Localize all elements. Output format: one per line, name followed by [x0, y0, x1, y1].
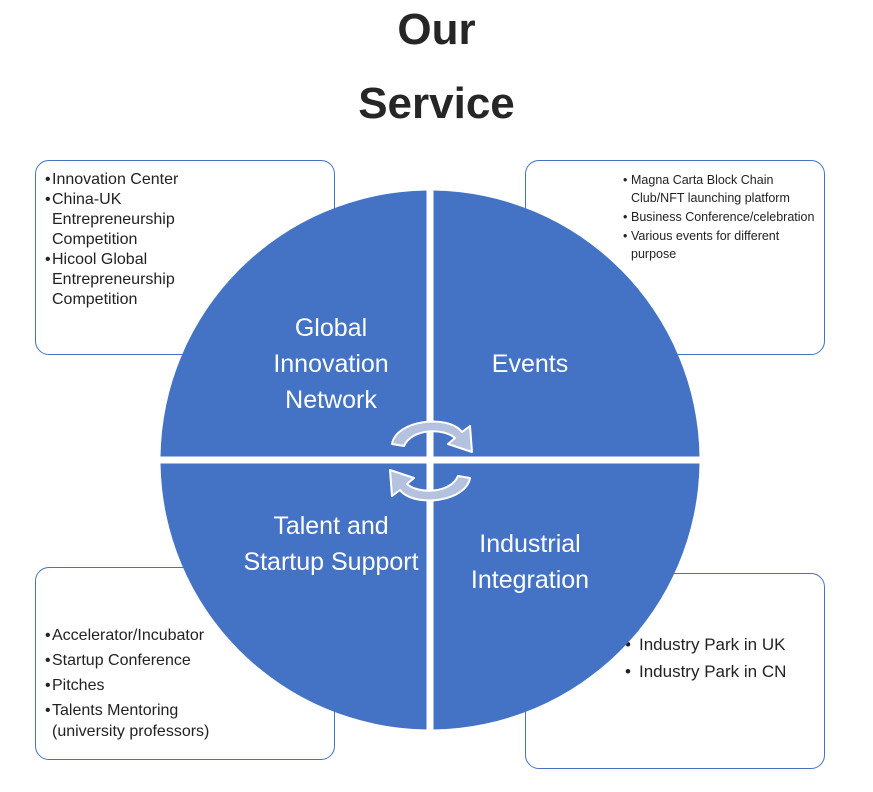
global-innovation-list: Innovation Center China-UK Entrepreneurs…: [45, 170, 205, 310]
title-line-1: Our: [397, 5, 476, 54]
list-item: Industry Park in UK: [625, 631, 820, 658]
list-item: Pitches: [45, 675, 235, 696]
list-item: Various events for different purpose: [623, 227, 818, 263]
talent-startup-list: Accelerator/Incubator Startup Conference…: [45, 625, 235, 746]
quadrant-industrial: [433, 463, 700, 730]
quadrant-label-talent-startup: Talent and Startup Support: [243, 512, 419, 576]
quadrant-label-events: Events: [491, 350, 569, 378]
list-item: Talents Mentoring (university professors…: [45, 700, 235, 742]
title-line-2: Service: [358, 79, 515, 128]
list-item: Magna Carta Block Chain Club/NFT launchi…: [623, 171, 818, 207]
list-item: China-UK Entrepreneurship Competition: [45, 190, 205, 250]
quadrant-global-innovation: [160, 190, 427, 457]
quadrant-label-global-innovation: Global Innovation Network: [273, 314, 389, 414]
list-item: Startup Conference: [45, 650, 235, 671]
quadrant-label-industrial: Industrial Integration: [470, 530, 590, 594]
industrial-list: Industry Park in UK Industry Park in CN: [625, 631, 820, 685]
list-item: Accelerator/Incubator: [45, 625, 235, 646]
events-list: Magna Carta Block Chain Club/NFT launchi…: [623, 171, 818, 264]
list-item: Industry Park in CN: [625, 658, 820, 685]
quadrant-talent-startup: [160, 463, 427, 730]
cycle-arrows-icon: [389, 420, 473, 502]
quadrant-events: [433, 190, 700, 457]
list-item: Hicool Global Entrepreneurship Competiti…: [45, 250, 205, 310]
list-item: Business Conference/celebration: [623, 208, 818, 226]
list-item: Innovation Center: [45, 170, 205, 190]
